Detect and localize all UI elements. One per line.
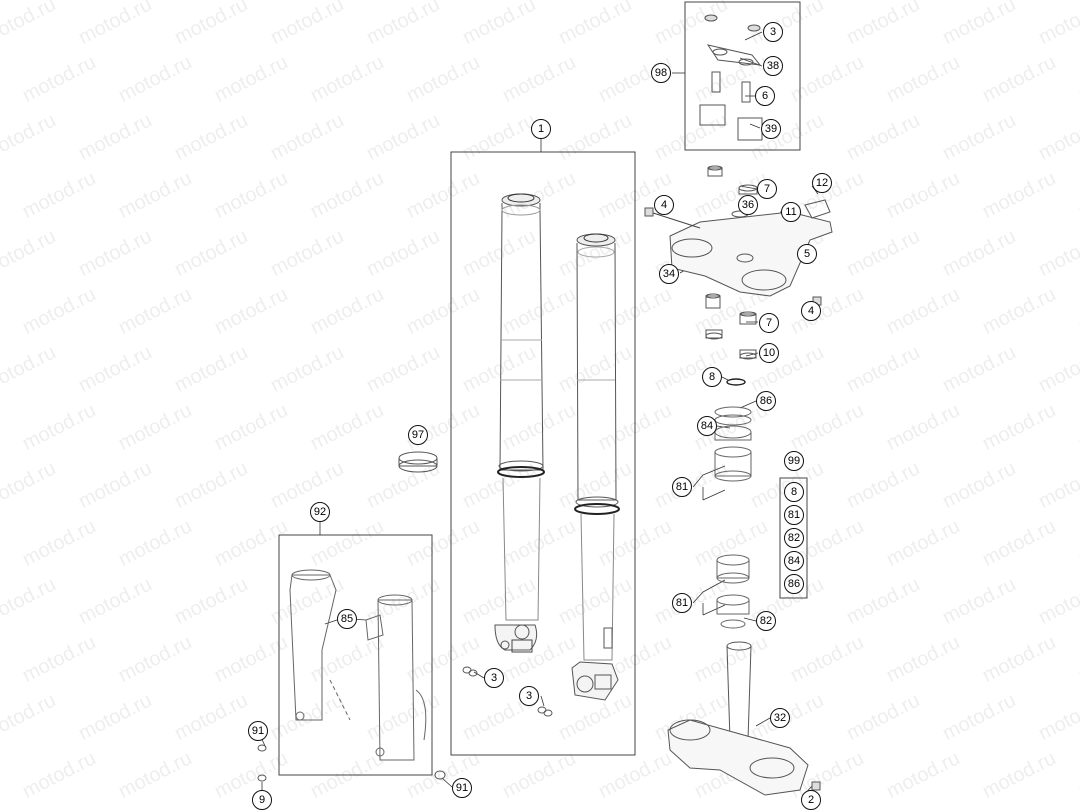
group-98-parts <box>699 14 763 141</box>
callout-86: 86 <box>756 391 776 411</box>
callout-7: 7 <box>757 179 777 199</box>
fork-leg-right <box>571 233 620 701</box>
callout-3: 3 <box>763 22 783 42</box>
callout-91: 91 <box>452 778 472 798</box>
lower-triple-clamp <box>667 641 821 796</box>
callout-3: 3 <box>484 668 504 688</box>
callout-85: 85 <box>337 609 357 629</box>
group-92-fork-guards <box>289 569 427 761</box>
callout-5: 5 <box>797 244 817 264</box>
callout-2: 2 <box>801 790 821 810</box>
callout-4: 4 <box>654 195 674 215</box>
part-97-ring <box>398 451 438 473</box>
callout-97: 97 <box>408 425 428 445</box>
callout-8: 8 <box>702 367 722 387</box>
callout-91: 91 <box>248 721 268 741</box>
list-99-item-82: 82 <box>784 528 804 548</box>
callout-39: 39 <box>761 119 781 139</box>
callout-92: 92 <box>310 502 330 522</box>
callout-81: 81 <box>672 593 692 613</box>
callout-99: 99 <box>784 451 804 471</box>
callout-81: 81 <box>672 477 692 497</box>
frame-group-98 <box>684 1 801 151</box>
callout-4: 4 <box>801 301 821 321</box>
frame-group-92 <box>278 534 433 776</box>
upper-triple-clamp <box>644 199 833 306</box>
callout-3: 3 <box>519 686 539 706</box>
callout-38: 38 <box>763 56 783 76</box>
callout-12: 12 <box>812 173 832 193</box>
callout-32: 32 <box>770 708 790 728</box>
callout-7: 7 <box>759 313 779 333</box>
callout-34: 34 <box>659 264 679 284</box>
fork-leg-left <box>494 193 545 653</box>
callout-9: 9 <box>252 790 272 810</box>
list-99-item-84: 84 <box>784 551 804 571</box>
callout-82: 82 <box>756 611 776 631</box>
callout-84: 84 <box>697 416 717 436</box>
list-99-item-8: 8 <box>784 482 804 502</box>
callout-6: 6 <box>755 86 775 106</box>
leader-lines <box>257 31 819 797</box>
small-bolts <box>257 666 553 782</box>
list-99-item-86: 86 <box>784 574 804 594</box>
callout-10: 10 <box>759 343 779 363</box>
list-99-item-81: 81 <box>784 505 804 525</box>
frame-list-99 <box>779 477 808 599</box>
callout-1: 1 <box>531 119 551 139</box>
frame-group-1 <box>450 151 636 756</box>
stem-bushings <box>705 165 758 386</box>
callout-36: 36 <box>738 195 758 215</box>
steering-bearings <box>714 406 752 629</box>
callout-11: 11 <box>781 202 801 222</box>
callout-98: 98 <box>651 63 671 83</box>
